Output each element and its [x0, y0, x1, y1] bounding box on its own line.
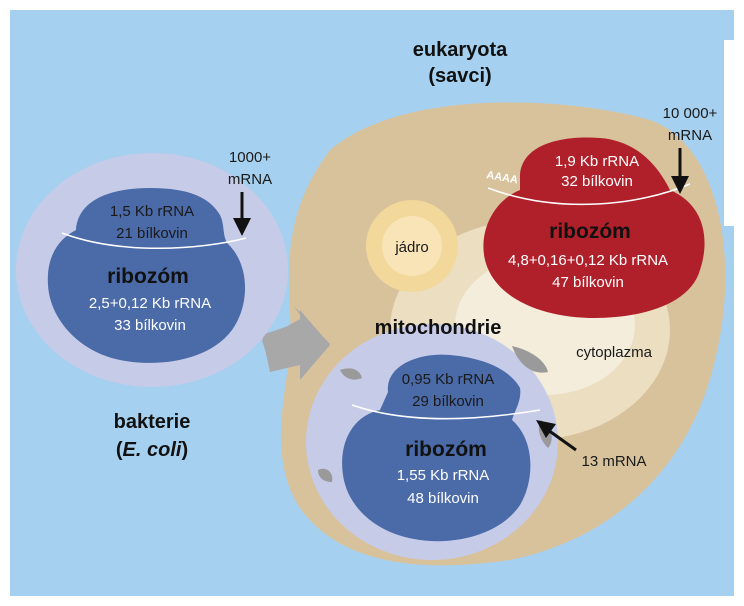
euk-ribosome-large-line2: 47 bílkovin	[552, 274, 624, 291]
bacteria-ribosome-small-line2: 21 bílkovin	[116, 225, 188, 242]
mito-ribosome-small-line1: 0,95 Kb rRNA	[402, 371, 495, 388]
euk-ribosome-small-line1: 1,9 Kb rRNA	[555, 153, 639, 170]
bacteria-title-open: (	[116, 439, 123, 461]
bacteria-ribosome	[47, 188, 246, 363]
bacteria-ribosome-large-line2: 33 bílkovin	[114, 317, 186, 334]
euk-ribosome-name: ribozóm	[549, 220, 631, 243]
endosymbiosis-arrow-body	[262, 310, 330, 380]
mito-ribosome-large-line1: 1,55 Kb rRNA	[397, 467, 490, 484]
mito-mrna-arrow-head	[536, 420, 556, 438]
euk-ribosome-mrna-line	[487, 183, 691, 206]
mito-ribosome-name: ribozóm	[405, 438, 487, 461]
euk-ribosome-small-line2: 32 bílkovin	[561, 173, 633, 190]
mitochondria-title: mitochondrie	[375, 317, 502, 339]
mito-mrna-arrow-shaft	[547, 428, 577, 452]
bacteria-title-line1: bakterie	[114, 411, 191, 433]
euk-mrna-count-line1: 10 000+	[663, 105, 718, 122]
euk-mrna-arrow-head	[671, 176, 689, 194]
nucleus-label: jádro	[394, 239, 428, 256]
euk-ribosome	[483, 137, 705, 318]
bacteria-mrna-arrow-head	[233, 218, 251, 236]
mito-ribosome-small-line2: 29 bílkovin	[412, 393, 484, 410]
euk-mrna-count-line2: mRNA	[668, 127, 712, 144]
mito-ribosome-large-line2: 48 bílkovin	[407, 490, 479, 507]
bacteria-ribosome-mrna-line	[61, 232, 247, 249]
mito-ribosome	[342, 354, 531, 542]
bacteria-ribosome-small-line1: 1,5 Kb rRNA	[110, 203, 194, 220]
bacteria-title-species: E. coli	[123, 439, 182, 461]
euk-ribosome-large-line1: 4,8+0,16+0,12 Kb rRNA	[508, 252, 668, 269]
frame-right	[724, 40, 744, 226]
bacteria-ribosome-name: ribozóm	[107, 265, 189, 288]
bacteria-mrna-count-line2: mRNA	[228, 171, 272, 188]
eukaryota-title-line2: (savci)	[428, 65, 491, 87]
mito-ribosome-mrna-line	[351, 404, 541, 420]
euk-polya-tail: AAAA	[485, 169, 518, 186]
cytoplasm-label: cytoplazma	[576, 344, 653, 361]
bacteria-ribosome-large-line1: 2,5+0,12 Kb rRNA	[89, 295, 211, 312]
mitochondrion-dark-notch-4	[318, 468, 333, 482]
bacteria-title-line2: (E. coli)	[116, 439, 188, 461]
eukaryota-title-line1: eukaryota	[413, 39, 508, 61]
bacteria-title-close: )	[181, 439, 188, 461]
mitochondrion-dark-notch-2	[340, 368, 362, 380]
mito-mrna-count: 13 mRNA	[581, 453, 646, 470]
nucleus-highlight	[382, 216, 442, 276]
mitochondrion-dark-notch-1	[512, 346, 548, 373]
bacteria-mrna-count-line1: 1000+	[229, 149, 271, 166]
